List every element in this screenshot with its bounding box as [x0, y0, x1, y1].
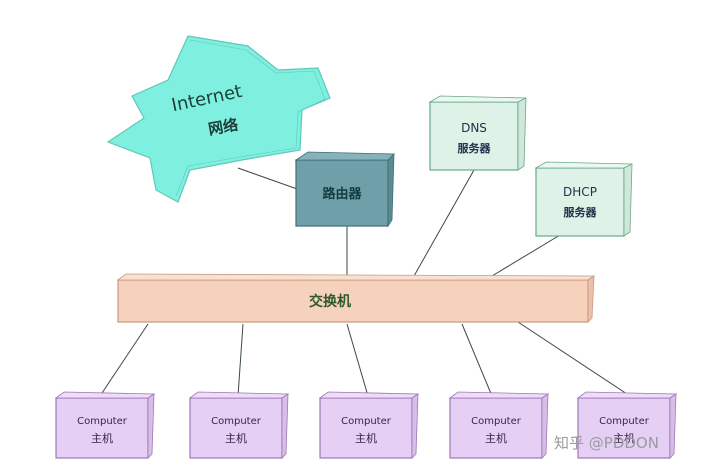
computer-title: Computer — [77, 416, 128, 427]
link-switch-pc2 — [237, 323, 244, 397]
router-node: 路由器 — [294, 151, 395, 228]
router-label: 路由器 — [322, 186, 362, 202]
switch-node: 交换机 — [116, 273, 596, 323]
connection-lines — [99, 167, 631, 397]
switch-label: 交换机 — [309, 293, 351, 310]
dhcp-server-title: DHCP — [563, 185, 597, 199]
dhcp-server-node: DHCP 服务器 — [534, 161, 633, 237]
computer-node-4: Computer 主机 — [448, 391, 550, 459]
internet-subtitle: 网络 — [207, 116, 240, 139]
internet-cloud-shape — [106, 35, 331, 203]
dns-server-subtitle: 服务器 — [458, 141, 492, 155]
computer-title: Computer — [471, 416, 522, 427]
link-switch-pc1 — [99, 323, 149, 397]
computer-title: Computer — [599, 416, 650, 427]
link-dhcp-switch — [491, 234, 561, 277]
computer-node-2: Computer 主机 — [188, 391, 290, 459]
link-switch-pc4 — [461, 323, 493, 397]
dns-server-node: DNS 服务器 — [428, 95, 527, 171]
computer-subtitle: 主机 — [613, 431, 635, 445]
computer-box — [189, 397, 283, 459]
computer-node-5: Computer 主机 — [576, 391, 678, 459]
switch-box — [117, 279, 589, 323]
dhcp-server-box — [535, 167, 625, 237]
computer-title: Computer — [341, 416, 392, 427]
dhcp-server-subtitle: 服务器 — [564, 205, 598, 219]
link-internet-router — [237, 167, 301, 191]
link-switch-pc5 — [517, 321, 631, 397]
internet-cloud: Internet 网络 — [106, 35, 331, 203]
watermark-text: 知乎 @PDDON — [554, 434, 659, 452]
link-switch-pc3 — [346, 323, 369, 397]
computer-node-3: Computer 主机 — [318, 391, 420, 459]
link-dns-switch — [413, 169, 475, 277]
computer-subtitle: 主机 — [225, 431, 247, 445]
computer-title: Computer — [211, 416, 262, 427]
computer-node-1: Computer 主机 — [54, 391, 156, 459]
computer-box — [55, 397, 149, 459]
dns-server-box — [429, 101, 519, 171]
computer-subtitle: 主机 — [91, 431, 113, 445]
computer-box — [449, 397, 543, 459]
computer-subtitle: 主机 — [485, 431, 507, 445]
dns-server-title: DNS — [461, 121, 487, 135]
computer-subtitle: 主机 — [355, 431, 377, 445]
computer-box — [319, 397, 413, 459]
